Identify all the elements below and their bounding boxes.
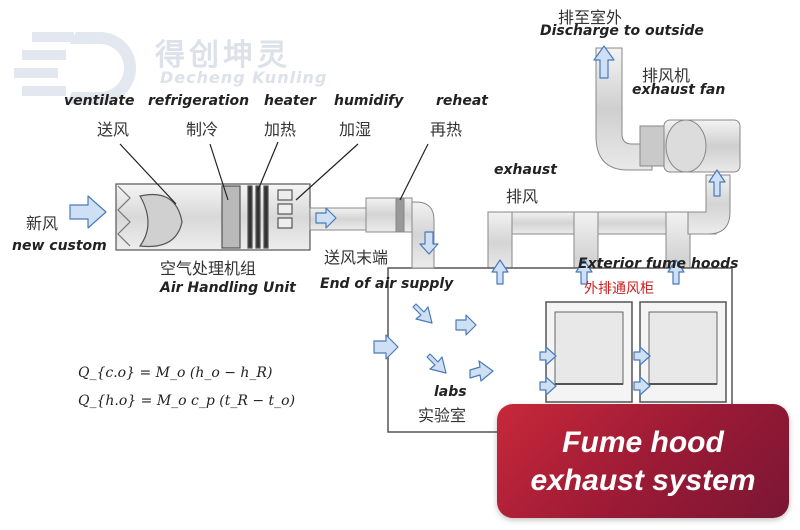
labs-label-en: labs [434, 384, 467, 400]
labs-label-cn: 实验室 [418, 406, 467, 425]
humidify-label-en: humidify [334, 93, 404, 109]
hoods-label-en: Exterior fume hoods [578, 256, 739, 272]
refrigeration-label-en: refrigeration [148, 93, 250, 109]
ventilate-label-en: ventilate [64, 93, 135, 109]
fume-hood-1 [545, 301, 633, 403]
exhaust-label-cn: 排风 [506, 187, 539, 206]
fume-hood-2 [639, 301, 727, 403]
heating-load-equation: Q_{h.o} = M_o c_p (t_R − t_o) [78, 393, 296, 409]
discharge-label-en: Discharge to outside [540, 23, 704, 39]
air-handling-unit [115, 183, 311, 251]
fan-label-en: exhaust fan [632, 82, 726, 98]
heater-label-en: heater [264, 93, 317, 109]
humidify-label-cn: 加湿 [339, 120, 372, 139]
heater-label-cn: 加热 [264, 120, 297, 139]
cooling-load-equation: Q_{c.o} = M_o (h_o − h_R) [78, 365, 273, 381]
supply-end-label-cn: 送风末端 [324, 248, 389, 267]
title-banner: Fume hood exhaust system [497, 404, 789, 518]
banner-title-line1: Fume hood [562, 426, 724, 459]
ahu-label-cn: 空气处理机组 [160, 259, 257, 278]
supply-end-label-en: End of air supply [320, 276, 454, 292]
ahu-label-en: Air Handling Unit [160, 280, 296, 296]
exhaust-fan [595, 47, 741, 173]
banner-title-line2: exhaust system [530, 464, 756, 497]
hoods-label-cn: 外排通风柜 [584, 281, 654, 297]
fresh-air-label-cn: 新风 [26, 214, 59, 233]
fresh-air-label-en: new custom [12, 238, 107, 254]
ventilate-label-cn: 送风 [97, 120, 130, 139]
refrigeration-label-cn: 制冷 [186, 120, 219, 139]
company-logo-en: Decheng Kunling [160, 68, 328, 87]
airflow-arrows [69, 45, 726, 396]
reheat-label-cn: 再热 [430, 120, 463, 139]
exhaust-label-en: exhaust [494, 162, 557, 178]
label-leader-lines [119, 141, 429, 205]
reheat-label-en: reheat [436, 93, 489, 109]
company-logo-icon [14, 32, 136, 104]
discharge-label-cn: 排至室外 [558, 8, 623, 27]
fan-label-cn: 排风机 [642, 66, 691, 85]
company-logo-cn: 得创坤灵 [155, 38, 291, 73]
